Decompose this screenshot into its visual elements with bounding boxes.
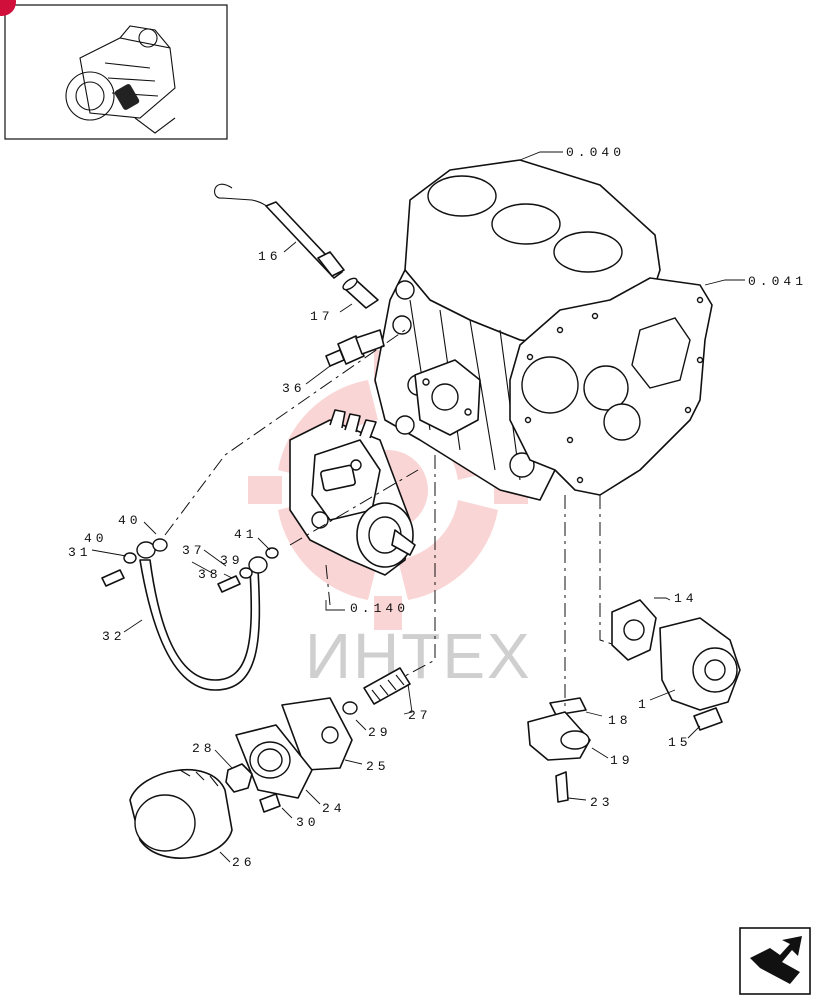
bolt-30[interactable]	[259, 793, 281, 813]
callout-29: 29	[368, 725, 392, 740]
callout-14: 14	[674, 591, 698, 606]
callout-0140: 0.140	[350, 601, 409, 616]
callout-17: 17	[310, 309, 334, 324]
oil-strainer[interactable]	[527, 697, 591, 803]
callout-41: 41	[234, 527, 258, 542]
oil-pressure-sensor[interactable]	[325, 329, 385, 367]
callout-27: 27	[408, 708, 432, 723]
callout-36: 36	[282, 381, 306, 396]
callout-24: 24	[322, 801, 346, 816]
callout-39: 39	[220, 553, 244, 568]
callout-40-lower: 40	[84, 531, 108, 546]
callout-23: 23	[590, 795, 614, 810]
callout-0041: 0.041	[748, 274, 807, 289]
page-badge	[0, 0, 16, 16]
injection-pump[interactable]	[289, 409, 416, 576]
callout-1: 1	[638, 697, 650, 712]
dipstick-tube[interactable]	[341, 276, 379, 309]
callout-26: 26	[232, 855, 256, 870]
alignment-lines	[164, 329, 616, 706]
fuel-hose[interactable]	[101, 538, 279, 691]
callout-16: 16	[258, 249, 282, 264]
callout-labels: 0.040 0.041 16 17 36 40 40 31 37 39 38 4…	[68, 145, 807, 870]
callout-37: 37	[182, 543, 206, 558]
pressure-relief-valve[interactable]	[363, 667, 411, 705]
nut[interactable]	[225, 763, 253, 793]
callout-38: 38	[198, 567, 222, 582]
dipstick[interactable]	[214, 183, 345, 279]
oil-filter[interactable]	[129, 768, 233, 859]
callout-40-upper: 40	[118, 513, 142, 528]
callout-19: 19	[610, 753, 634, 768]
next-page-arrow-icon[interactable]	[739, 927, 811, 995]
callout-0040: 0.040	[566, 145, 625, 160]
callout-25: 25	[366, 759, 390, 774]
watermark-text: ИНТЕХ	[305, 620, 532, 692]
rear-plate[interactable]	[509, 277, 713, 496]
callout-31: 31	[68, 545, 92, 560]
engine-block[interactable]	[374, 159, 661, 501]
callout-18: 18	[608, 713, 632, 728]
callout-30: 30	[296, 815, 320, 830]
leader-lines	[91, 151, 745, 863]
callout-32: 32	[102, 629, 126, 644]
callout-28: 28	[192, 741, 216, 756]
callout-15: 15	[668, 735, 692, 750]
engine-thumbnail-icon[interactable]	[4, 4, 228, 140]
oil-pump[interactable]	[611, 599, 741, 731]
filter-head[interactable]	[235, 697, 358, 799]
